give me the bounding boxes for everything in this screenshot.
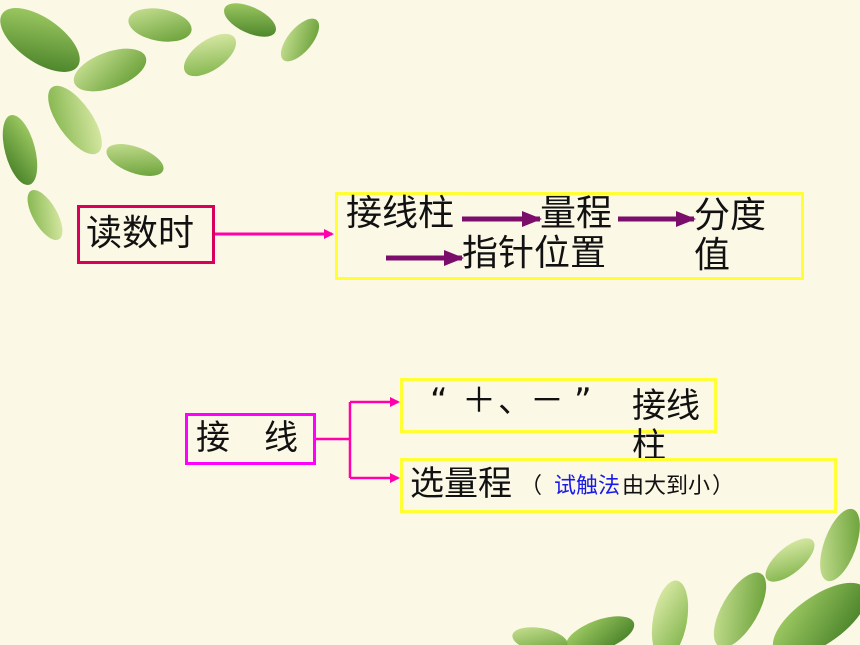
step-division-value: 分度值 [694, 195, 767, 276]
step-pointer-position: 指针位置 [462, 233, 607, 274]
reading-label: 读数时 [86, 213, 195, 254]
plus-sign: ＋ [462, 381, 496, 421]
reading-label-box [77, 205, 215, 264]
wiring-bracket-connector [316, 397, 400, 483]
leaf-cluster-bottom-right [512, 508, 860, 645]
wiring-label: 接 线 [196, 418, 298, 458]
terminals-branch-box [400, 378, 717, 433]
large-to-small-text: 由大到小 [622, 474, 711, 499]
terminals-word: 接线柱 [632, 386, 700, 466]
step-terminals: 接线柱 [346, 193, 455, 234]
paren-close: ） [712, 474, 735, 499]
paren-open: （ [520, 474, 543, 499]
wiring-label-box [185, 413, 316, 465]
minus-sign: － [530, 381, 564, 421]
reading-steps-box [335, 192, 804, 280]
range-branch-box [400, 458, 837, 513]
quote-close: ” [574, 381, 592, 421]
step-range: 量程 [540, 193, 613, 234]
dun-mark: 、 [498, 381, 532, 421]
leaf-cluster-top-left [0, 3, 320, 240]
quote-open: “ [430, 381, 448, 421]
select-range-text: 选量程 [410, 464, 512, 504]
trial-touch-method: 试触法 [554, 474, 621, 499]
